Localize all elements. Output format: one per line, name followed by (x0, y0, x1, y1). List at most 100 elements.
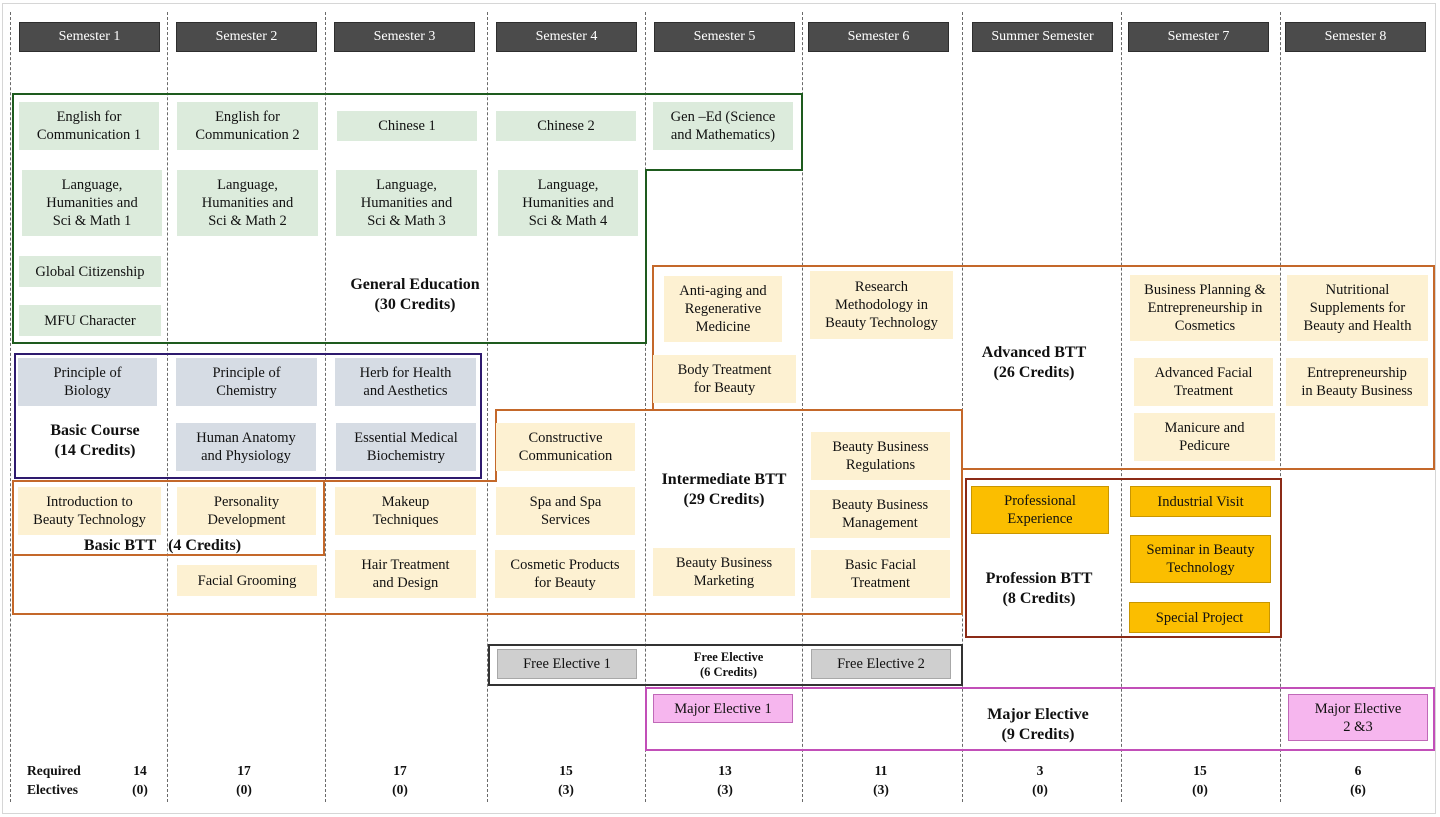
course-mfu-character: MFU Character (19, 305, 161, 336)
course-major-elective-2-3: Major Elective 2 &3 (1288, 694, 1428, 741)
group-label-intermediate-btt: Intermediate BTT (29 Credits) (661, 471, 787, 508)
course-basic-facial-treatment: Basic Facial Treatment (811, 550, 950, 598)
required-label: Required (27, 763, 81, 778)
elective-credits: (3) (558, 782, 574, 797)
course-beauty-business-management: Beauty Business Management (810, 490, 950, 538)
course-english-1: English for Communication 1 (19, 102, 159, 150)
course-industrial-visit: Industrial Visit (1130, 486, 1271, 517)
semester-total: 15 (0) (1180, 761, 1220, 799)
course-english-2: English for Communication 2 (177, 102, 318, 150)
column-divider (1280, 12, 1281, 802)
elective-credits: (6) (1350, 782, 1366, 797)
semester-total: 17 (0) (224, 761, 264, 799)
course-chinese-2: Chinese 2 (496, 111, 636, 141)
column-divider (1121, 12, 1122, 802)
semester-total: 15 (3) (546, 761, 586, 799)
course-constructive-communication: Constructive Communication (496, 423, 635, 471)
course-intro-beauty-technology: Introduction to Beauty Technology (18, 487, 161, 535)
semester-total: 17 (0) (380, 761, 420, 799)
required-credits: 13 (718, 763, 732, 778)
column-divider (167, 12, 168, 802)
course-body-treatment: Body Treatment for Beauty (653, 355, 796, 403)
semester-header: Semester 5 (654, 22, 795, 52)
column-divider (10, 12, 11, 802)
general-education-border (12, 93, 803, 344)
column-divider (802, 12, 803, 802)
totals-label: Required Electives (27, 761, 81, 799)
course-manicure-pedicure: Manicure and Pedicure (1134, 413, 1275, 461)
column-divider (487, 12, 488, 802)
free-elective-border (488, 644, 963, 686)
required-credits: 3 (1036, 763, 1044, 778)
course-special-project: Special Project (1129, 602, 1270, 633)
elective-credits: (3) (717, 782, 733, 797)
column-divider (645, 12, 646, 802)
required-credits: 15 (1193, 763, 1207, 778)
course-spa-services: Spa and Spa Services (496, 487, 635, 535)
elective-credits: (0) (1032, 782, 1048, 797)
semester-header: Semester 4 (496, 22, 637, 52)
semester-header: Summer Semester (972, 22, 1113, 52)
course-human-anatomy: Human Anatomy and Physiology (176, 423, 316, 471)
course-global-citizenship: Global Citizenship (19, 256, 161, 287)
elective-credits: (0) (1192, 782, 1208, 797)
course-hair-treatment-design: Hair Treatment and Design (335, 550, 476, 598)
course-free-elective-2: Free Elective 2 (811, 649, 951, 679)
semester-total: 3 (0) (1020, 761, 1060, 799)
group-label-basic-btt: Basic BTT (4 Credits) (83, 537, 242, 554)
group-label-free-elective: Free Elective (6 Credits) (693, 650, 764, 679)
diagram-frame (2, 3, 1436, 814)
group-label-basic-course: Basic Course (14 Credits) (50, 422, 140, 459)
semester-header: Semester 7 (1128, 22, 1269, 52)
course-beauty-business-marketing: Beauty Business Marketing (653, 548, 795, 596)
semester-header: Semester 1 (19, 22, 160, 52)
semester-header: Semester 8 (1285, 22, 1426, 52)
required-credits: 11 (874, 763, 888, 778)
semester-header: Semester 2 (176, 22, 317, 52)
course-anti-aging: Anti-aging and Regenerative Medicine (664, 276, 782, 342)
course-makeup-techniques: Makeup Techniques (335, 487, 476, 535)
group-label-profession-btt: Profession BTT (8 Credits) (985, 570, 1093, 607)
elective-credits: (0) (236, 782, 252, 797)
elective-credits: (0) (392, 782, 408, 797)
course-business-planning: Business Planning & Entrepreneurship in … (1130, 275, 1280, 341)
course-beauty-business-regulations: Beauty Business Regulations (811, 432, 950, 480)
course-language-humanities-2: Language, Humanities and Sci & Math 2 (177, 170, 318, 236)
electives-label: Electives (27, 782, 78, 797)
semester-total: 13 (3) (705, 761, 745, 799)
course-facial-grooming: Facial Grooming (177, 565, 317, 596)
course-research-methodology: Research Methodology in Beauty Technolog… (810, 271, 953, 339)
course-principle-of-biology: Principle of Biology (18, 358, 157, 406)
course-herb-for-health: Herb for Health and Aesthetics (335, 358, 476, 406)
group-label-general-education: General Education (30 Credits) (350, 276, 480, 313)
course-seminar-beauty-technology: Seminar in Beauty Technology (1130, 535, 1271, 583)
required-credits: 15 (559, 763, 573, 778)
column-divider (962, 12, 963, 802)
course-essential-medical-biochemistry: Essential Medical Biochemistry (336, 423, 476, 471)
required-credits: 6 (1354, 763, 1362, 778)
course-language-humanities-1: Language, Humanities and Sci & Math 1 (22, 170, 162, 236)
group-label-advanced-btt: Advanced BTT (26 Credits) (981, 344, 1087, 381)
course-personality-development: Personality Development (177, 487, 316, 535)
course-language-humanities-4: Language, Humanities and Sci & Math 4 (498, 170, 638, 236)
course-nutritional-supplements: Nutritional Supplements for Beauty and H… (1287, 275, 1428, 341)
semester-total: 6 (6) (1338, 761, 1378, 799)
elective-credits: (3) (873, 782, 889, 797)
course-advanced-facial-treatment: Advanced Facial Treatment (1134, 358, 1273, 406)
advanced-btt-border (652, 265, 1435, 470)
course-chinese-1: Chinese 1 (337, 111, 477, 141)
course-major-elective-1: Major Elective 1 (653, 694, 793, 723)
required-credits: 17 (237, 763, 251, 778)
group-label-major-elective: Major Elective (9 Credits) (987, 706, 1089, 743)
required-credits: 14 (133, 763, 147, 778)
course-free-elective-1: Free Elective 1 (497, 649, 637, 679)
course-professional-experience: Professional Experience (971, 486, 1109, 534)
course-entrepreneurship-beauty: Entrepreneurship in Beauty Business (1286, 358, 1428, 406)
profession-btt-border (965, 478, 1282, 638)
required-credits: 17 (393, 763, 407, 778)
semester-header: Semester 3 (334, 22, 475, 52)
column-divider (325, 12, 326, 802)
course-cosmetic-products: Cosmetic Products for Beauty (495, 550, 635, 598)
semester-total: 14 (0) (120, 761, 160, 799)
